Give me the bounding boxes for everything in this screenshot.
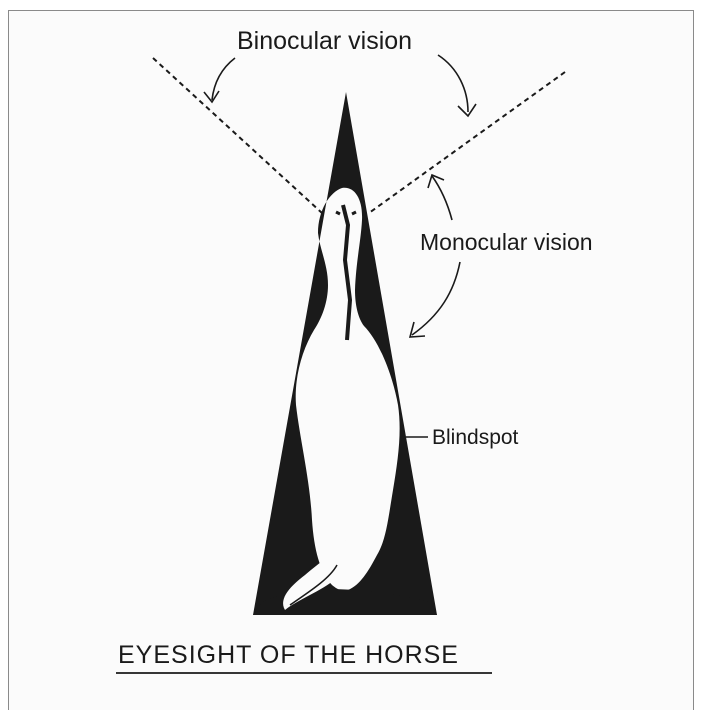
binocular-arrowhead-left: [204, 91, 219, 102]
monocular-arrow-down: [412, 262, 460, 335]
binocular-arrow-right: [438, 55, 468, 112]
binocular-arrow-left: [212, 58, 235, 100]
binocular-field-line-left: [153, 58, 322, 213]
binocular-field-line-right: [369, 72, 565, 213]
blindspot-label: Blindspot: [432, 426, 519, 449]
binocular-vision-label: Binocular vision: [237, 27, 412, 55]
diagram-title: EYESIGHT OF THE HORSE: [118, 641, 459, 669]
vision-field-wedge: [253, 92, 437, 615]
monocular-arrow-up: [432, 176, 452, 220]
monocular-vision-label: Monocular vision: [420, 229, 593, 255]
